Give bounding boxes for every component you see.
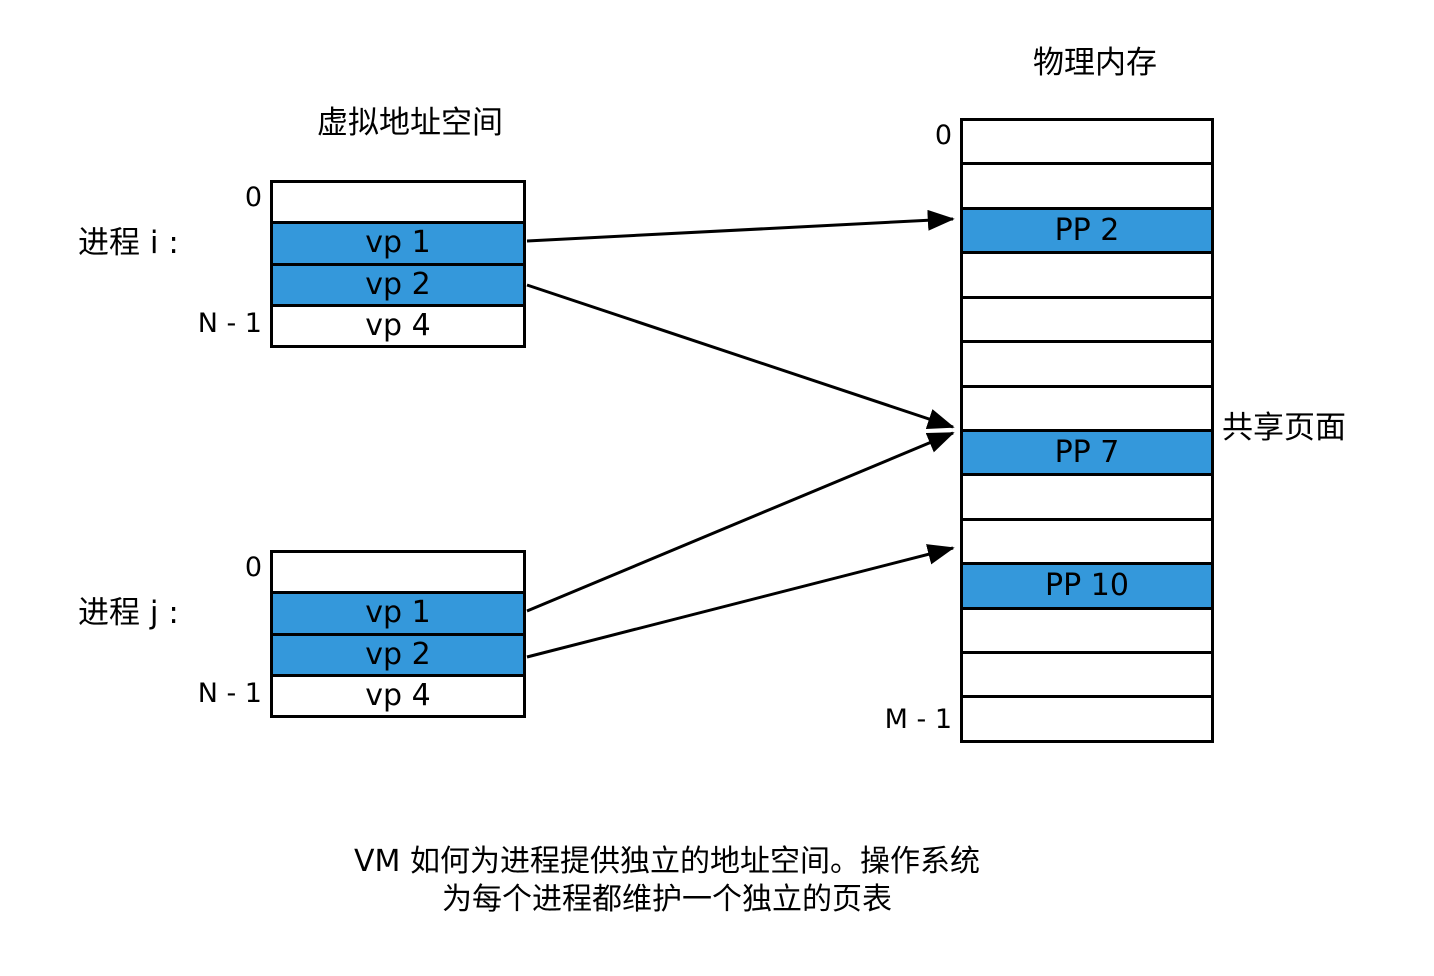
ppage-row[interactable]: PP 7 [963, 431, 1211, 477]
ppage-row[interactable] [963, 343, 1211, 388]
physical-memory-frames: PP 2 PP 7 PP 10 [960, 118, 1214, 743]
vpage-row[interactable]: vp 2 [273, 265, 523, 307]
process-i-label: 进程 i : [78, 225, 179, 261]
vpage-row[interactable]: vp 1 [273, 594, 523, 636]
physical-memory-title: 物理内存 [1033, 45, 1157, 81]
ppage-row[interactable] [963, 254, 1211, 299]
physical-memory-top-tick: 0 [934, 120, 952, 151]
ppage-row[interactable] [963, 165, 1211, 210]
process-j-bottom-tick: N - 1 [197, 678, 262, 709]
ppage-row[interactable] [963, 698, 1211, 740]
physical-memory-bottom-tick: M - 1 [884, 704, 952, 735]
process-j-address-space: vp 1 vp 2 vp 4 [270, 550, 526, 718]
process-j-label: 进程 j : [78, 595, 179, 631]
process-i-top-tick: 0 [244, 182, 262, 213]
ppage-row[interactable] [963, 654, 1211, 699]
ppage-row[interactable]: PP 10 [963, 565, 1211, 610]
arrow-vp1-j-to-pp7 [526, 431, 955, 613]
ppage-row[interactable] [963, 298, 1211, 344]
process-j-top-tick: 0 [244, 552, 262, 583]
process-i-address-space: vp 1 vp 2 vp 4 [270, 180, 526, 348]
vpage-row[interactable]: vp 4 [273, 676, 523, 715]
process-i-bottom-tick: N - 1 [197, 308, 262, 339]
vpage-row[interactable]: vp 4 [273, 306, 523, 345]
arrow-vp1-i-to-pp2 [526, 209, 955, 243]
vpage-row[interactable]: vp 1 [273, 224, 523, 266]
vpage-row[interactable]: vp 2 [273, 635, 523, 677]
vpage-row[interactable] [273, 553, 523, 595]
shared-page-note: 共享页面 [1222, 410, 1346, 446]
ppage-row[interactable] [963, 609, 1211, 655]
virtual-address-space-title: 虚拟地址空间 [317, 105, 503, 141]
ppage-row[interactable] [963, 121, 1211, 166]
ppage-row[interactable] [963, 476, 1211, 521]
figure-caption: VM 如何为进程提供独立的地址空间。操作系统 为每个进程都维护一个独立的页表 [354, 844, 980, 918]
arrow-vp2-j-to-pp10 [526, 544, 955, 659]
ppage-row[interactable] [963, 520, 1211, 566]
arrow-vp2-i-to-pp7 [526, 283, 955, 429]
ppage-row[interactable]: PP 2 [963, 209, 1211, 255]
ppage-row[interactable] [963, 387, 1211, 432]
vpage-row[interactable] [273, 183, 523, 225]
